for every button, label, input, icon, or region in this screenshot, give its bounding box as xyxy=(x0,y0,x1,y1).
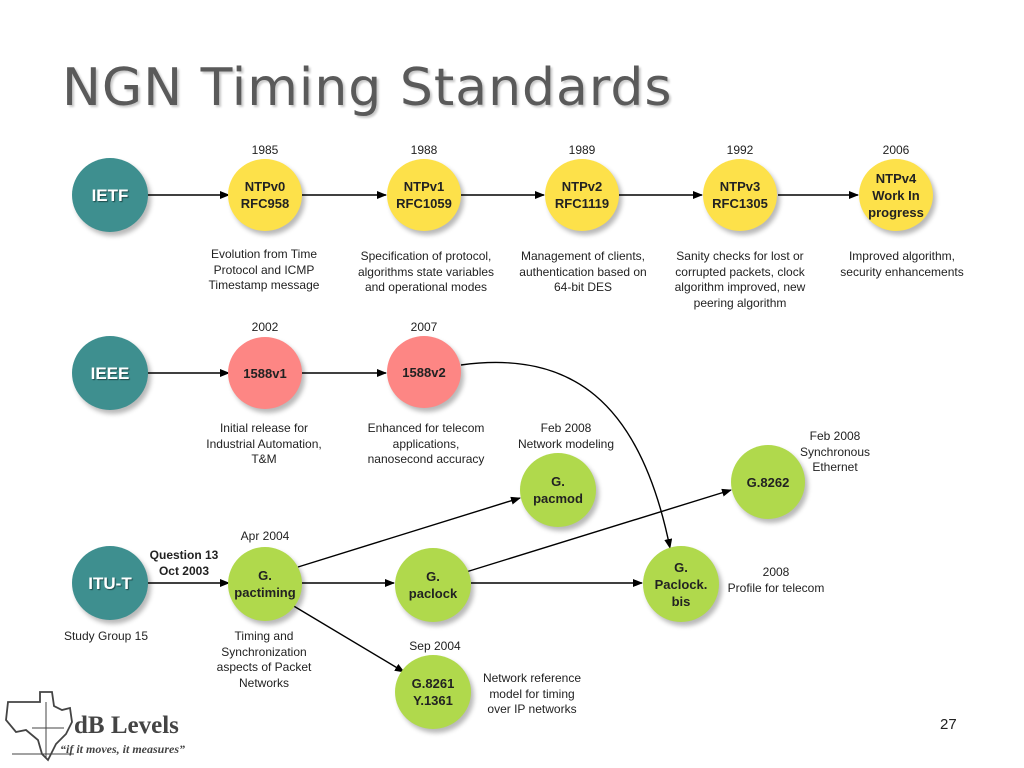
logo-name: dB Levels xyxy=(74,712,179,739)
arrow-pactiming-pacmod xyxy=(297,496,521,568)
year-2002: 2002 xyxy=(251,320,279,334)
pactiming-node: G.pactiming xyxy=(228,547,302,621)
logo-tagline: “if it moves, it measures” xyxy=(60,742,185,756)
1588v1-node: 1588v1 xyxy=(228,337,302,409)
ietf-node: IETF xyxy=(72,158,148,232)
g8262-node: G.8262 xyxy=(731,445,805,519)
year-2007: 2007 xyxy=(410,320,438,334)
year-apr-2004: Apr 2004 xyxy=(240,529,290,543)
ieee-node: IEEE xyxy=(72,336,148,410)
year-sep-2004: Sep 2004 xyxy=(409,639,461,653)
arrow-pactiming-g8261 xyxy=(291,604,405,673)
note-ntpv4: Improved algorithm,security enhancements xyxy=(840,249,964,279)
year-1988: 1988 xyxy=(410,143,438,157)
note-ntpv1: Specification of protocol,algorithms sta… xyxy=(357,249,495,294)
paclockbis-node: G.Paclock.bis xyxy=(643,546,719,622)
year-1989: 1989 xyxy=(568,143,596,157)
year-2006: 2006 xyxy=(882,143,910,157)
year-1985: 1985 xyxy=(251,143,279,157)
year-1992: 1992 xyxy=(726,143,754,157)
1588v2-node: 1588v2 xyxy=(387,336,461,408)
pacmod-node: G.pacmod xyxy=(520,453,596,527)
page-number: 27 xyxy=(940,716,957,733)
note-study-group-15: Study Group 15 xyxy=(63,629,149,643)
page-title: NGN Timing Standards xyxy=(62,58,673,118)
arrow-1588v2-paclockbis xyxy=(460,361,673,549)
note-ntpv2: Management of clients,authentication bas… xyxy=(519,249,647,294)
itut-node: ITU-T xyxy=(72,546,148,620)
texas-map-icon xyxy=(5,691,74,762)
arrow-paclock-g8262 xyxy=(465,488,732,573)
paclock-node: G.paclock xyxy=(395,548,471,622)
